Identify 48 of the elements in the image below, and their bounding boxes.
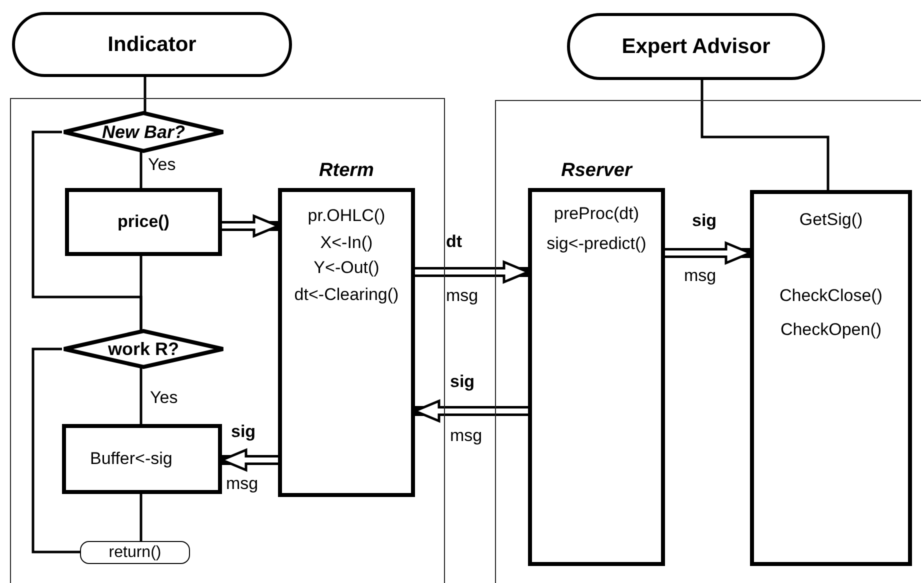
decision-label: New Bar?: [102, 122, 186, 142]
hollow-arrow: [415, 260, 530, 284]
edge-note: msg: [450, 426, 482, 446]
terminator: [80, 541, 190, 564]
connector-line: [32, 130, 142, 330]
panel-frame: [10, 98, 445, 583]
function-call: preProc(dt): [552, 204, 640, 224]
edge-label: sig: [231, 422, 256, 442]
function-call: dt<-Clearing(): [293, 285, 400, 305]
edge-note: msg: [684, 266, 716, 286]
function-call: CheckOpen(): [779, 320, 883, 340]
module-box: [750, 190, 912, 566]
edge-label: Yes: [150, 388, 178, 408]
connector-line: [140, 494, 142, 541]
function-call: sig<-predict(): [546, 234, 648, 254]
edge-note: msg: [226, 474, 258, 494]
connector-line: [144, 77, 146, 112]
module-title: Rserver: [560, 160, 634, 182]
function-call: CheckClose(): [778, 286, 884, 306]
process-box: [65, 188, 222, 256]
edge-note: msg: [446, 286, 478, 306]
end-label: return(): [108, 544, 162, 562]
edge-label: sig: [692, 211, 717, 231]
connector-line: [140, 152, 142, 188]
hollow-arrow: [414, 400, 528, 422]
edge-label: Yes: [148, 155, 176, 175]
process-box: [62, 424, 222, 494]
hollow-arrow: [665, 242, 752, 264]
panel-frame: [495, 100, 921, 583]
module-title: Rterm: [318, 160, 375, 182]
function-call: pr.OHLC(): [306, 206, 386, 226]
connector-line: [32, 348, 80, 554]
decision-diamond: [62, 112, 225, 152]
function-call: X<-In(): [319, 233, 374, 253]
hollow-arrow: [220, 448, 278, 472]
edge-label: sig: [450, 372, 475, 392]
process-label: price(): [118, 212, 170, 232]
edge-label: dt: [446, 232, 462, 252]
connector-line: [700, 80, 830, 190]
terminator-label: Indicator: [108, 32, 196, 56]
terminator-label: Expert Advisor: [622, 34, 770, 58]
function-call: Y<-Out(): [312, 258, 380, 278]
hollow-arrow: [222, 214, 280, 238]
function-call: GetSig(): [798, 210, 864, 230]
connector-line: [140, 368, 142, 424]
decision-diamond: [62, 330, 225, 368]
decision-label: work R?: [108, 338, 179, 360]
process-label: Buffer<-sig: [90, 449, 172, 469]
